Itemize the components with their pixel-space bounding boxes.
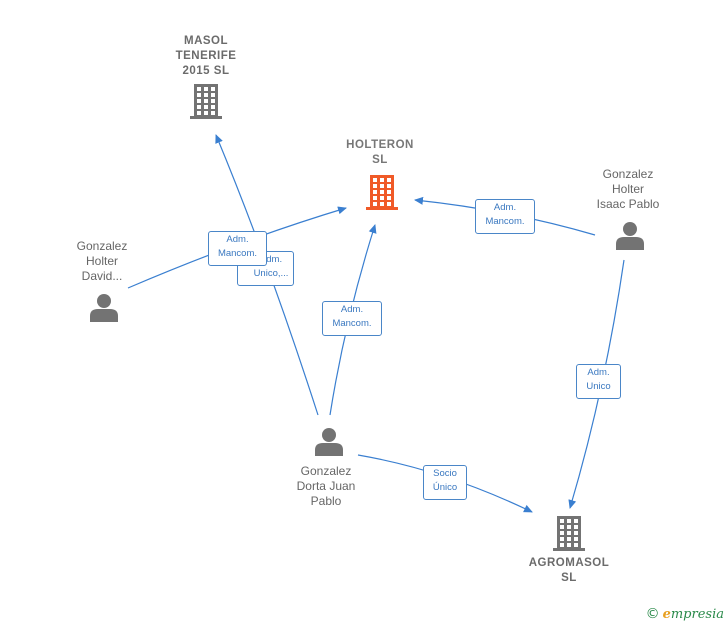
person-icon-dorta[interactable] [315, 428, 343, 456]
node-label-agromasol[interactable]: AGROMASOL SL [528, 557, 610, 584]
node-label-isaac[interactable]: Gonzalez Holter Isaac Pablo [596, 167, 660, 211]
building-icon-agromasol[interactable] [553, 516, 585, 551]
building-icon-masol[interactable] [190, 84, 222, 119]
brand-initial: e [662, 607, 671, 622]
edge-label-david-holteron[interactable]: Adm. Mancom. [208, 231, 267, 266]
icons-layer [90, 84, 644, 551]
person-icon-david[interactable] [90, 294, 118, 322]
brand-footer: ©empresia [646, 606, 724, 622]
building-icon-holteron[interactable] [366, 175, 398, 210]
node-label-masol[interactable]: MASOL TENERIFE 2015 SL [175, 35, 237, 77]
node-label-holteron[interactable]: HOLTERON SL [346, 139, 414, 166]
person-icon-isaac[interactable] [616, 222, 644, 250]
copyright-icon: © [645, 606, 660, 622]
edge-label-dorta-agromasol[interactable]: Socio Único [423, 465, 467, 500]
node-label-dorta[interactable]: Gonzalez Dorta Juan Pablo [296, 464, 356, 508]
brand-name: mpresia [670, 607, 724, 622]
node-label-david[interactable]: Gonzalez Holter David... [76, 239, 128, 283]
edge-label-isaac-holteron[interactable]: Adm. Mancom. [475, 199, 535, 234]
edge-label-isaac-agromasol[interactable]: Adm. Unico [576, 364, 621, 399]
edge-label-dorta-holteron[interactable]: Adm. Mancom. [322, 301, 382, 336]
